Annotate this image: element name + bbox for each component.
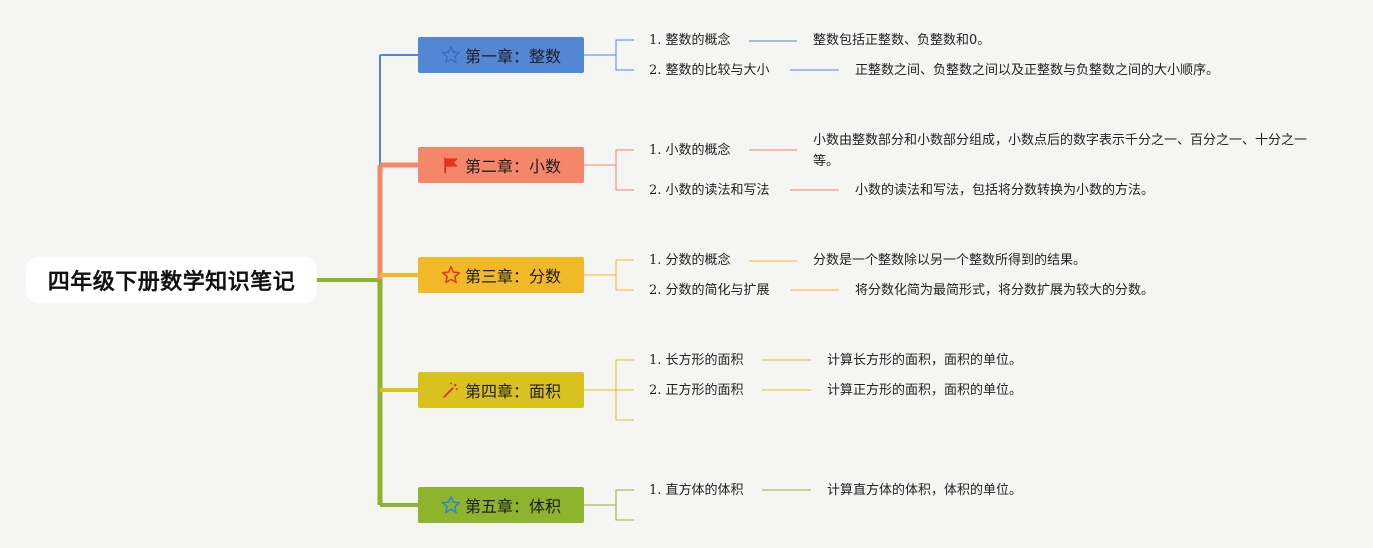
topic-item[interactable]: 1. 整数的概念 xyxy=(649,33,731,48)
topic-item[interactable]: 2. 正方形的面积 xyxy=(649,383,744,398)
topic-description: 小数由整数部分和小数部分组成，小数点后的数字表示千分之一、百分之一、十分之一等。 xyxy=(813,133,1308,169)
star-outline-icon xyxy=(441,45,461,65)
flag-icon xyxy=(441,155,461,175)
topic-item[interactable]: 1. 长方形的面积 xyxy=(649,353,744,368)
root-node[interactable]: 四年级下册数学知识笔记 xyxy=(26,257,317,303)
topic-item[interactable]: 1. 分数的概念 xyxy=(649,253,731,268)
chapter-node-area[interactable]: 第四章：面积 xyxy=(418,372,584,408)
topic-description: 分数是一个整数除以另一个整数所得到的结果。 xyxy=(813,253,1087,268)
chapter-title: 第五章：体积 xyxy=(464,497,561,516)
chapter-node-decimals[interactable]: 第二章：小数 xyxy=(418,147,584,183)
star-outline-icon xyxy=(441,265,461,285)
chapter-title: 第二章：小数 xyxy=(464,157,561,176)
root-title: 四年级下册数学知识笔记 xyxy=(47,270,296,295)
magic-wand-icon xyxy=(441,380,461,400)
topic-description: 将分数化简为最简形式，将分数扩展为较大的分数。 xyxy=(855,283,1155,298)
topic-item[interactable]: 1. 直方体的体积 xyxy=(649,483,744,498)
topic-description: 整数包括正整数、负整数和0。 xyxy=(813,33,991,48)
chapter-title: 第四章：面积 xyxy=(464,382,561,401)
topic-item[interactable]: 2. 分数的简化与扩展 xyxy=(649,283,770,298)
chapter-node-integers[interactable]: 第一章：整数 xyxy=(418,37,584,73)
topic-description: 正整数之间、负整数之间以及正整数与负整数之间的大小顺序。 xyxy=(855,63,1220,78)
chapter-node-fractions[interactable]: 第三章：分数 xyxy=(418,257,584,293)
topic-item[interactable]: 2. 小数的读法和写法 xyxy=(649,183,770,198)
chapter-title: 第三章：分数 xyxy=(464,267,561,286)
topic-description: 计算直方体的体积，体积的单位。 xyxy=(827,483,1023,498)
topic-description: 小数的读法和写法，包括将分数转换为小数的方法。 xyxy=(855,183,1155,198)
chapter-node-volume[interactable]: 第五章：体积 xyxy=(418,487,584,523)
star-outline-icon xyxy=(441,495,461,515)
topic-item[interactable]: 2. 整数的比较与大小 xyxy=(649,63,770,78)
chapter-title: 第一章：整数 xyxy=(464,47,561,66)
topic-item[interactable]: 1. 小数的概念 xyxy=(649,143,731,158)
topic-description: 计算正方形的面积，面积的单位。 xyxy=(827,383,1023,398)
topic-description: 计算长方形的面积，面积的单位。 xyxy=(827,353,1023,368)
